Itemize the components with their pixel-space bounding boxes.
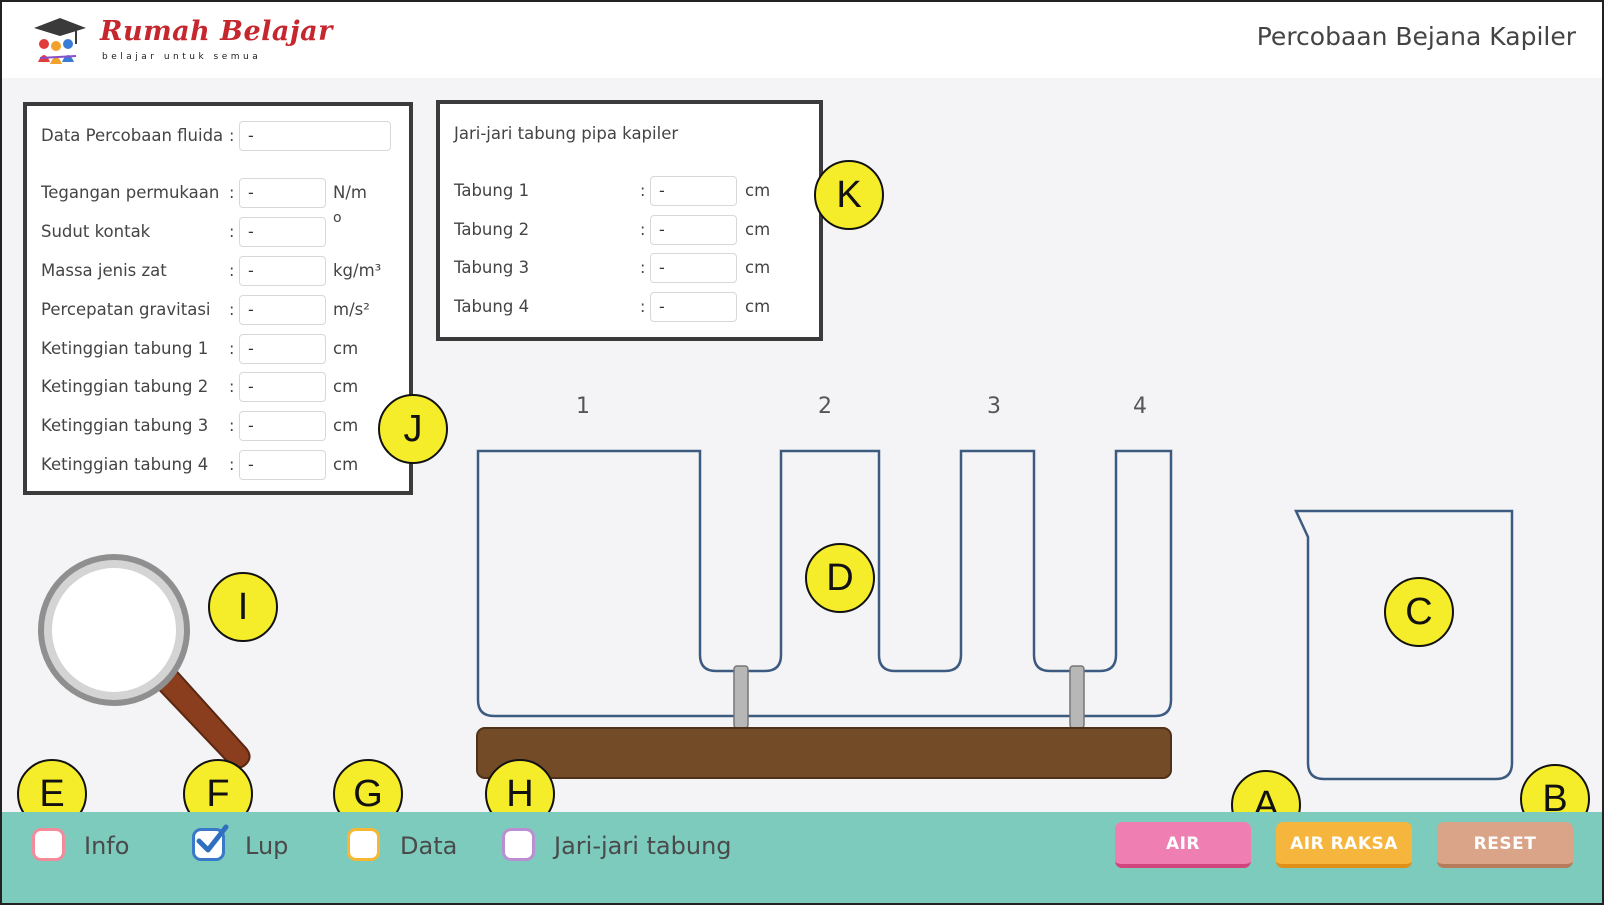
lup-checkbox-label[interactable]: Lup: [245, 832, 289, 860]
height-tube-3-field: -: [239, 411, 326, 441]
logo-mark-icon: [34, 18, 86, 64]
colon: :: [229, 300, 235, 319]
colon: :: [640, 258, 646, 277]
density-unit: kg/m³: [333, 261, 382, 280]
colon: :: [229, 222, 235, 241]
radius-checkbox[interactable]: [502, 828, 535, 861]
lup-checkbox[interactable]: [192, 824, 229, 861]
radius-tube-4-field: -: [650, 292, 737, 322]
vessel-support-left: [733, 665, 749, 729]
colon: :: [640, 220, 646, 239]
fluid-data-panel: Data Percobaan fluida : - Tegangan permu…: [23, 102, 413, 495]
colon: :: [229, 183, 235, 202]
height-tube-2-field: -: [239, 372, 326, 402]
radius-panel-title: Jari-jari tabung pipa kapiler: [454, 124, 679, 143]
density-field: -: [239, 256, 326, 286]
radius-tube-1-field: -: [650, 176, 737, 206]
reset-button[interactable]: RESET: [1437, 822, 1573, 868]
air-button[interactable]: AIR: [1115, 822, 1251, 868]
colon: :: [229, 339, 235, 358]
gravity-label: Percepatan gravitasi: [41, 300, 211, 319]
tube-radius-panel: Jari-jari tabung pipa kapiler Tabung 1 :…: [436, 100, 823, 341]
height-tube-1-label: Ketinggian tabung 1: [41, 339, 209, 358]
data-checkbox-label[interactable]: Data: [400, 832, 458, 860]
contact-angle-field: -: [239, 217, 326, 247]
data-checkbox[interactable]: [347, 828, 380, 861]
height-tube-1-field: -: [239, 334, 326, 364]
radius-tube-2-field: -: [650, 215, 737, 245]
radius-tube-1-label: Tabung 1: [454, 181, 530, 200]
colon: :: [229, 261, 235, 280]
colon: :: [229, 126, 235, 145]
radius-tube-3-field: -: [650, 253, 737, 283]
height-tube-3-unit: cm: [333, 416, 359, 435]
radius-tube-1-unit: cm: [745, 181, 771, 200]
logo-tagline: belajar untuk semua: [102, 52, 262, 62]
logo: Rumah Belajar belajar untuk semua: [30, 14, 332, 70]
surface-tension-field: -: [239, 178, 326, 208]
height-tube-4-field: -: [239, 450, 326, 480]
height-tube-4-unit: cm: [333, 455, 359, 474]
tube-number-2: 2: [818, 394, 832, 419]
colon: :: [229, 455, 235, 474]
height-tube-3-label: Ketinggian tabung 3: [41, 416, 209, 435]
height-tube-2-label: Ketinggian tabung 2: [41, 377, 209, 396]
checkmark-icon: [196, 824, 229, 853]
height-tube-2-unit: cm: [333, 377, 359, 396]
magnifier-icon[interactable]: [32, 550, 262, 780]
gravity-field: -: [239, 295, 326, 325]
contact-angle-unit: o: [333, 210, 342, 226]
height-tube-1-unit: cm: [333, 339, 359, 358]
beaker[interactable]: [1290, 507, 1520, 787]
radius-tube-3-label: Tabung 3: [454, 258, 530, 277]
density-label: Massa jenis zat: [41, 261, 167, 280]
info-checkbox-label[interactable]: Info: [84, 832, 130, 860]
radius-tube-4-label: Tabung 4: [454, 297, 530, 316]
bottom-toolbar: Info Lup Data Jari-jari tabung AIR AIR R…: [2, 812, 1602, 903]
fluid-field: -: [239, 121, 391, 151]
colon: :: [229, 416, 235, 435]
colon: :: [640, 181, 646, 200]
surface-tension-label: Tegangan permukaan: [41, 183, 220, 202]
radius-tube-4-unit: cm: [745, 297, 771, 316]
tube-number-4: 4: [1133, 394, 1147, 419]
colon: :: [640, 297, 646, 316]
tube-number-1: 1: [576, 394, 590, 419]
marker-i: I: [208, 572, 278, 642]
vessel-support-right: [1069, 665, 1085, 729]
marker-d: D: [805, 543, 875, 613]
fluid-label: Data Percobaan fluida: [41, 126, 224, 145]
height-tube-4-label: Ketinggian tabung 4: [41, 455, 209, 474]
radius-tube-3-unit: cm: [745, 258, 771, 277]
radius-tube-2-label: Tabung 2: [454, 220, 530, 239]
contact-angle-label: Sudut kontak: [41, 222, 151, 241]
info-checkbox[interactable]: [32, 828, 65, 861]
marker-j: J: [378, 394, 448, 464]
logo-text: Rumah Belajar: [100, 16, 333, 47]
gravity-unit: m/s²: [333, 300, 370, 319]
marker-k: K: [814, 160, 884, 230]
colon: :: [229, 377, 235, 396]
wooden-base: [476, 727, 1172, 779]
surface-tension-unit: N/m: [333, 183, 367, 202]
radius-checkbox-label[interactable]: Jari-jari tabung: [554, 832, 732, 860]
radius-tube-2-unit: cm: [745, 220, 771, 239]
vessel-outline: [476, 449, 1173, 718]
air-raksa-button[interactable]: AIR RAKSA: [1276, 822, 1412, 868]
page-title: Percobaan Bejana Kapiler: [1256, 22, 1576, 51]
marker-c: C: [1384, 577, 1454, 647]
header: Rumah Belajar belajar untuk semua Percob…: [2, 2, 1602, 78]
tube-number-3: 3: [987, 394, 1001, 419]
